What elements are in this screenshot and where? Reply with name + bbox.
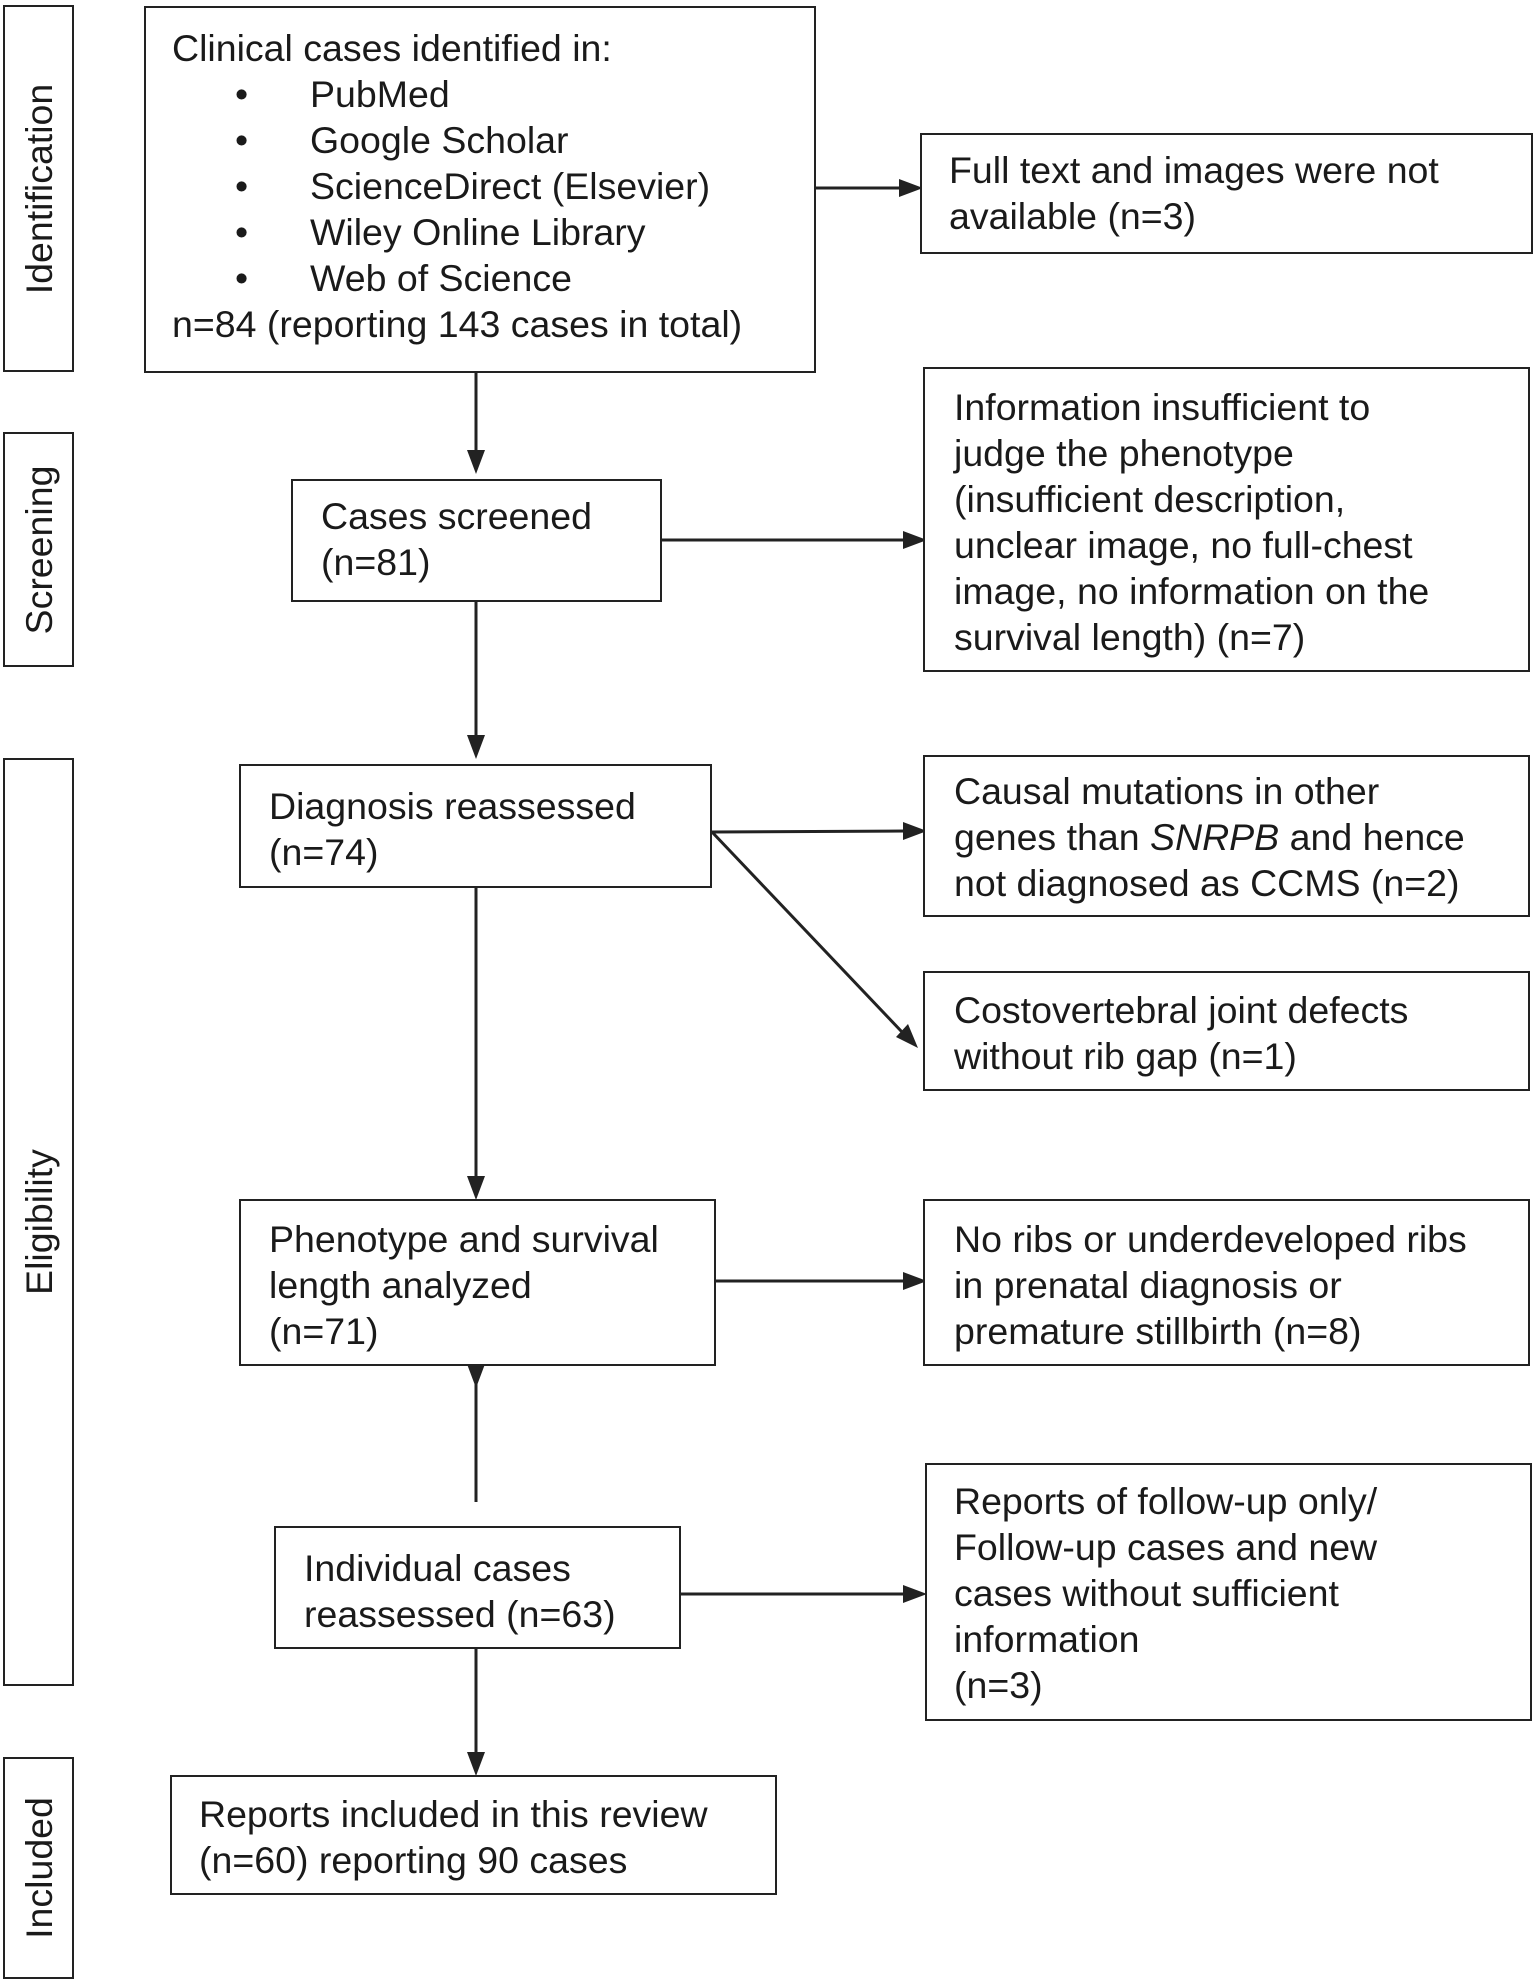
source-name: PubMed <box>310 73 450 115</box>
phenotype-line: Phenotype and survival <box>269 1218 659 1260</box>
source-item: • PubMed <box>172 71 794 117</box>
excluded-insufficient-line: (insufficient description, <box>954 478 1346 520</box>
arrowhead <box>467 1364 485 1388</box>
source-item: • Web of Science <box>172 255 794 301</box>
arrowhead <box>903 1272 927 1290</box>
source-name: Web of Science <box>310 257 572 299</box>
stage-screening-label: Screening <box>17 465 60 634</box>
stage-included-label: Included <box>17 1797 60 1939</box>
arrowhead <box>467 450 485 474</box>
phenotype-box: Phenotype and survival length analyzed (… <box>239 1199 716 1366</box>
included-line: Reports included in this review <box>199 1793 708 1835</box>
source-list: • PubMed • Google Scholar • ScienceDirect (… <box>172 71 794 301</box>
excluded-no-text-line: Full text and images were not <box>949 149 1439 191</box>
stage-identification: Identification <box>3 5 74 372</box>
arrowhead <box>467 1752 485 1776</box>
source-item: • Wiley Online Library <box>172 209 794 255</box>
individual-line: reassessed (n=63) <box>304 1593 616 1635</box>
source-name: ScienceDirect (Elsevier) <box>310 165 711 207</box>
bullet: • <box>235 119 249 161</box>
excluded-insufficient-line: judge the phenotype <box>954 432 1294 474</box>
excluded-ribs-line: No ribs or underdeveloped ribs <box>954 1218 1467 1260</box>
arrowhead <box>896 1024 918 1048</box>
phenotype-count: (n=71) <box>269 1310 379 1352</box>
stage-identification-label: Identification <box>17 83 60 294</box>
excluded-followup-line: information <box>954 1618 1140 1660</box>
arrow-to-excluded-costovertebral <box>710 830 904 1034</box>
excluded-mutations-box: Causal mutations in other genes than SNR… <box>923 755 1530 917</box>
screened-count: (n=81) <box>321 541 431 583</box>
arrowhead <box>903 822 927 840</box>
individual-box: Individual cases reassessed (n=63) <box>274 1526 681 1649</box>
excluded-insufficient-box: Information insufficient to judge the ph… <box>923 367 1530 672</box>
excluded-ribs-line: premature stillbirth (n=8) <box>954 1310 1362 1352</box>
stage-screening: Screening <box>3 432 74 667</box>
excluded-mutations-line: Causal mutations in other <box>954 770 1380 812</box>
source-item: • Google Scholar <box>172 117 794 163</box>
excluded-mutations-line: not diagnosed as CCMS (n=2) <box>954 862 1460 904</box>
bullet: • <box>235 73 249 115</box>
screened-line: Cases screened <box>321 495 592 537</box>
excluded-ribs-line: in prenatal diagnosis or <box>954 1264 1342 1306</box>
bullet: • <box>235 257 249 299</box>
stage-eligibility-label: Eligibility <box>17 1149 60 1295</box>
excluded-no-text-box: Full text and images were not available … <box>920 133 1533 254</box>
excluded-insufficient-line: Information insufficient to <box>954 386 1371 428</box>
excluded-costovertebral-line: without rib gap (n=1) <box>954 1035 1297 1077</box>
excluded-mutations-text: and hence <box>1279 816 1465 858</box>
screened-box: Cases screened (n=81) <box>291 479 662 602</box>
bullet: • <box>235 165 249 207</box>
arrowhead <box>467 1176 485 1200</box>
excluded-costovertebral-box: Costovertebral joint defects without rib… <box>923 971 1530 1091</box>
excluded-insufficient-line: survival length) (n=7) <box>954 616 1306 658</box>
included-box: Reports included in this review (n=60) r… <box>170 1775 777 1895</box>
identified-box: Clinical cases identified in: • PubMed • G… <box>144 6 816 373</box>
individual-line: Individual cases <box>304 1547 571 1589</box>
excluded-followup-line: Reports of follow-up only/ <box>954 1480 1378 1522</box>
arrowhead <box>903 531 927 549</box>
included-count: (n=60) reporting 90 cases <box>199 1839 628 1881</box>
stage-eligibility: Eligibility <box>3 758 74 1686</box>
excluded-ribs-box: No ribs or underdeveloped ribs in prenat… <box>923 1199 1530 1366</box>
diagnosis-count: (n=74) <box>269 831 379 873</box>
identified-heading: Clinical cases identified in: <box>172 27 612 69</box>
arrow-to-excluded-mutations <box>711 829 906 834</box>
excluded-followup-count: (n=3) <box>954 1664 1043 1706</box>
excluded-followup-line: Follow-up cases and new <box>954 1526 1378 1568</box>
arrowhead <box>903 1585 927 1603</box>
source-name: Wiley Online Library <box>310 211 646 253</box>
excluded-followup-box: Reports of follow-up only/ Follow-up cas… <box>925 1463 1532 1721</box>
stage-included: Included <box>3 1757 74 1979</box>
excluded-insufficient-line: unclear image, no full-chest <box>954 524 1413 566</box>
excluded-followup-line: cases without sufficient <box>954 1572 1339 1614</box>
source-item: • ScienceDirect (Elsevier) <box>172 163 794 209</box>
excluded-mutations-line: genes than SNRPB and hence <box>954 814 1508 860</box>
diagnosis-line: Diagnosis reassessed <box>269 785 636 827</box>
bullet: • <box>235 211 249 253</box>
excluded-no-text-line: available (n=3) <box>949 195 1197 237</box>
arrowhead <box>899 179 923 197</box>
identified-count: n=84 (reporting 143 cases in total) <box>172 303 743 345</box>
excluded-insufficient-line: image, no information on the <box>954 570 1430 612</box>
source-name: Google Scholar <box>310 119 569 161</box>
phenotype-line: length analyzed <box>269 1264 532 1306</box>
arrowhead <box>467 735 485 759</box>
diagnosis-box: Diagnosis reassessed (n=74) <box>239 764 712 888</box>
excluded-costovertebral-line: Costovertebral joint defects <box>954 989 1409 1031</box>
gene-name: SNRPB <box>1150 816 1280 858</box>
excluded-mutations-text: genes than <box>954 816 1150 858</box>
